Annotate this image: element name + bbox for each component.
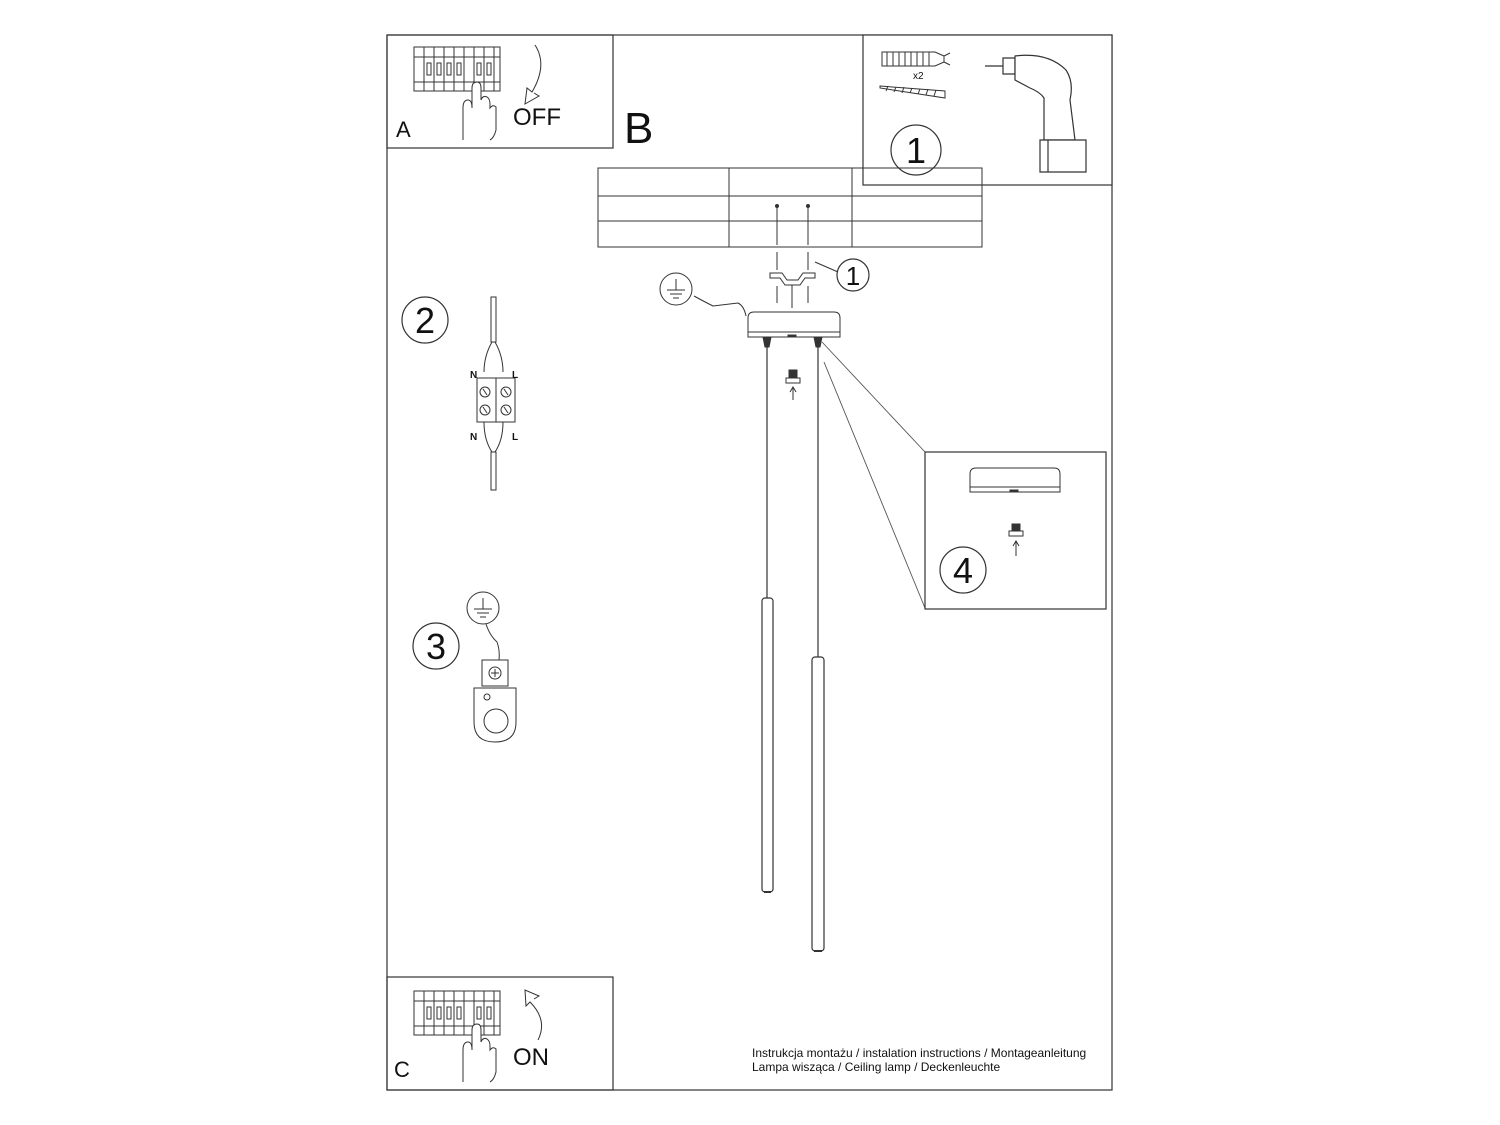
ceiling-section [597, 167, 983, 248]
switch-up-arrow-icon [524, 989, 543, 1041]
panel-c-power-on: C ON [386, 976, 614, 1091]
panel-a-power-off: A OFF [386, 34, 614, 149]
step-3-marker [412, 622, 460, 670]
step-4-number: 4 [953, 550, 973, 591]
wire-label-n-bottom: N [470, 432, 477, 443]
step-1b-number: 1 [846, 261, 860, 291]
earth-wire-step-3 [485, 623, 500, 661]
pendant-cables [766, 347, 819, 657]
breaker-box-icon [413, 990, 501, 1036]
step-2-number: 2 [415, 300, 435, 341]
mounting-bracket [769, 272, 816, 308]
panel-c-state: ON [513, 1044, 549, 1071]
hardware-qty: x2 [913, 71, 924, 82]
terminal-block-wiring [476, 296, 516, 491]
wall-plug-icon [881, 51, 951, 67]
detail-leader-lines [821, 341, 926, 609]
wire-label-n-top: N [470, 370, 477, 381]
hand-icon [462, 81, 497, 141]
canopy-detail [969, 467, 1061, 493]
drill-icon [985, 54, 1087, 173]
panel-a-state: OFF [513, 104, 561, 131]
earth-symbol-icon [659, 272, 693, 306]
sheet-border [386, 34, 1113, 1091]
panel-c-letter: C [394, 1057, 410, 1082]
earth-terminal [473, 659, 517, 743]
switch-down-arrow-icon [524, 44, 542, 105]
breaker-box-icon [413, 46, 501, 92]
pendant-tube-left [761, 597, 774, 893]
canopy-grub-screw [785, 369, 801, 400]
panel-a-letter: A [396, 117, 411, 142]
step-4-marker [939, 546, 987, 594]
step-3-number: 3 [426, 626, 446, 667]
screw-icon [879, 85, 946, 99]
step-1-marker [890, 124, 942, 176]
grub-screw-detail [1008, 523, 1024, 556]
step-1-leader [814, 261, 839, 273]
panel-b-letter: B [624, 104, 653, 153]
panel-step-1-tools: x2 1 [862, 34, 1113, 186]
hand-icon [462, 1023, 497, 1083]
step-1b-marker [836, 258, 870, 292]
step-2-marker [401, 296, 449, 344]
footer-instructions-title: Instrukcja montażu / instalation instruc… [752, 1046, 1086, 1060]
footer-product-type: Lampa wisząca / Ceiling lamp / Deckenleu… [752, 1060, 1000, 1074]
wire-label-l-top: L [512, 370, 518, 381]
canopy [747, 311, 841, 348]
panel-step-4-detail: 4 [924, 451, 1107, 610]
mounting-screws [775, 204, 810, 303]
wire-label-l-bottom: L [512, 432, 518, 443]
pendant-tube-right [811, 656, 825, 952]
earth-wire [693, 295, 747, 317]
step-1-number: 1 [906, 130, 926, 171]
earth-symbol-icon [466, 591, 500, 625]
